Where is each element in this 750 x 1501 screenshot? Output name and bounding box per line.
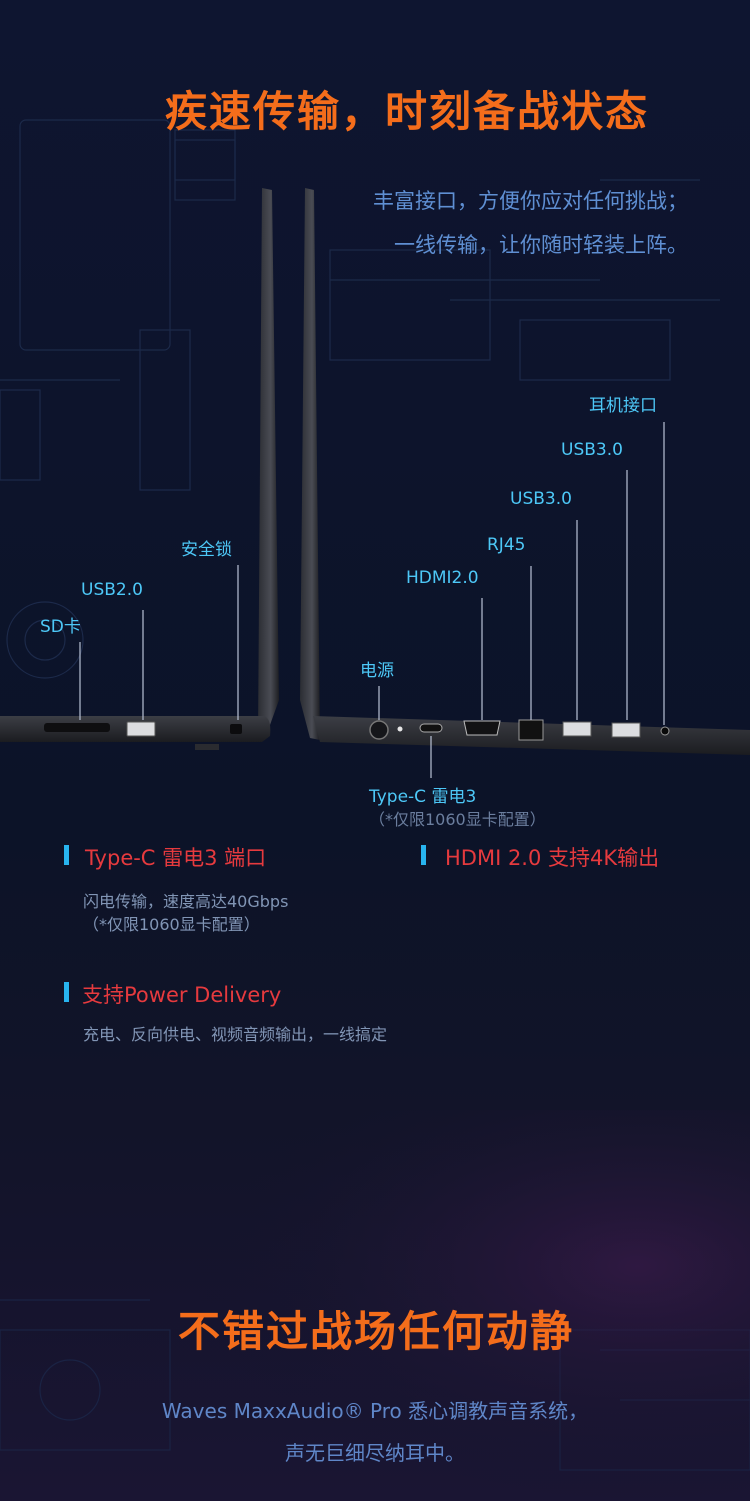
feature-bar-typec: [64, 845, 69, 865]
sd-slot: [44, 723, 110, 732]
typec-port: [419, 723, 443, 733]
feature-title-hdmi: HDMI 2.0 支持4K输出: [445, 846, 660, 870]
feature-desc-typec: 闪电传输，速度高达40Gbps: [83, 892, 289, 911]
label-power: 电源: [360, 661, 394, 681]
section2-title: 不错过战场任何动静: [178, 1307, 575, 1356]
feature-title-typec: Type-C 雷电3 端口: [85, 846, 267, 870]
section-subtitle-line1: 丰富接口，方便你应对任何挑战；: [373, 189, 688, 213]
feature-bar-pd: [64, 982, 69, 1002]
lock-slot: [230, 724, 242, 734]
label-hdmi: HDMI2.0: [406, 568, 479, 588]
feature-desc-pd: 充电、反向供电、视频音频输出，一线搞定: [83, 1025, 388, 1044]
rj45-port: [518, 719, 544, 741]
left-laptop: [0, 188, 279, 750]
label-rj45: RJ45: [487, 535, 526, 555]
label-usb2: USB2.0: [81, 580, 143, 600]
headphone-jack: [660, 726, 670, 736]
label-typec-note: （*仅限1060显卡配置）: [369, 810, 546, 829]
label-headphone: 耳机接口: [589, 396, 657, 416]
right-laptop: [300, 188, 750, 755]
section2-subtitle-line1: Waves MaxxAudio® Pro 悉心调教声音系统，: [161, 1399, 589, 1423]
section-subtitle-line2: 一线传输，让你随时轻装上阵。: [394, 233, 688, 257]
usb3-port-1: [562, 721, 592, 737]
laptop-side-views: [0, 188, 750, 778]
power-port: [369, 720, 389, 740]
usb2-port: [126, 721, 156, 737]
label-sd: SD卡: [40, 617, 81, 637]
section2-subtitle-line2: 声无巨细尽纳耳中。: [285, 1441, 465, 1465]
label-lock: 安全锁: [181, 540, 232, 560]
callout-lines: [79, 422, 665, 778]
label-usb3-1: USB3.0: [510, 489, 572, 509]
label-usb3-2: USB3.0: [561, 440, 623, 460]
usb3-port-2: [611, 722, 641, 738]
hdmi-port: [463, 720, 501, 736]
label-typec: Type-C 雷电3: [369, 787, 477, 807]
section-title: 疾速传输，时刻备战状态: [165, 87, 650, 136]
feature-note-typec: （*仅限1060显卡配置）: [83, 915, 260, 934]
feature-title-pd: 支持Power Delivery: [82, 983, 282, 1007]
feature-bar-hdmi: [421, 845, 426, 865]
